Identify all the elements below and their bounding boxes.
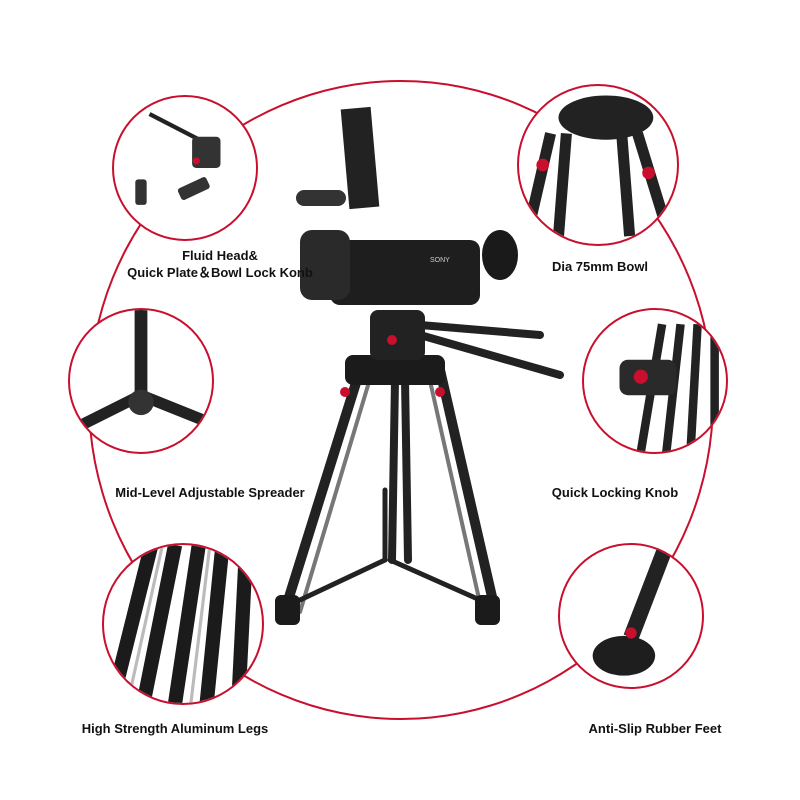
feature-label-rubber-feet: Anti-Slip Rubber Feet	[588, 721, 722, 736]
camera-brand: SONY	[430, 257, 450, 264]
feature-image-bowl	[517, 84, 679, 246]
feature-label-bowl: Dia 75mm Bowl	[551, 259, 649, 274]
feature-image-rubber-feet	[558, 543, 704, 689]
feature-label-fluid-head: Fluid Head& Quick Plate＆Bowl Lock Konb	[110, 247, 330, 281]
feature-image-aluminum-legs	[102, 543, 264, 705]
feature-label-spreader: Mid-Level Adjustable Spreader	[115, 485, 305, 500]
feature-image-locking-knob	[582, 308, 728, 454]
feature-label-locking-knob: Quick Locking Knob	[551, 485, 679, 500]
feature-label-line: Fluid Head&	[182, 248, 258, 263]
feature-image-fluid-head	[112, 95, 258, 241]
feature-label-aluminum-legs: High Strength Aluminum Legs	[81, 721, 269, 736]
feature-label-line: Quick Plate＆Bowl Lock Konb	[127, 265, 313, 280]
feature-image-spreader	[68, 308, 214, 454]
